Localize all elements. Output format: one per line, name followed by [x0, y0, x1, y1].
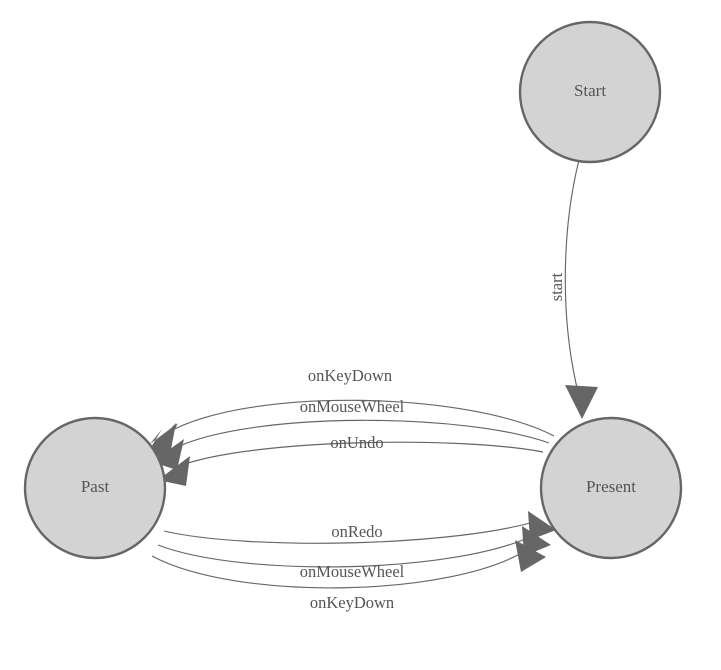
edge-label-onmousewheel-redo: onMouseWheel — [300, 562, 405, 581]
node-start[interactable]: Start — [518, 20, 662, 164]
edge-onkeydown-redo[interactable] — [151, 540, 546, 589]
node-past-circle — [23, 416, 167, 560]
edge-start[interactable] — [564, 161, 598, 419]
edge-onmousewheel-undo-path — [174, 419, 550, 449]
edge-onredo[interactable] — [163, 511, 556, 544]
node-present-label: Present — [586, 477, 636, 496]
edge-onundo-arrowhead — [158, 456, 190, 486]
edge-label-onredo: onRedo — [331, 522, 382, 541]
edge-start-arrowhead — [565, 385, 598, 419]
edge-onredo-path — [163, 519, 541, 544]
node-present[interactable]: Present — [539, 416, 683, 560]
node-past[interactable]: Past — [23, 416, 167, 560]
edge-label-onkeydown-undo: onKeyDown — [308, 366, 392, 385]
node-past-label: Past — [81, 477, 110, 496]
edge-onkeydown-redo-arrowhead — [515, 540, 546, 572]
node-start-label: Start — [574, 81, 606, 100]
edge-label-onkeydown-redo: onKeyDown — [310, 593, 394, 612]
nodes-layer: Start Past Present — [23, 20, 683, 560]
edges-layer — [147, 161, 598, 589]
edge-onundo-path — [181, 441, 544, 466]
edge-onkeydown-redo-path — [151, 548, 529, 589]
edge-label-start: start — [547, 272, 566, 301]
edge-onredo-arrowhead — [528, 511, 556, 540]
edge-start-path — [564, 161, 580, 393]
edge-onkeydown-undo-path — [166, 399, 555, 437]
edge-onundo[interactable] — [158, 441, 544, 486]
edge-onmousewheel-redo-path — [157, 534, 535, 568]
edge-label-onundo: onUndo — [330, 433, 383, 452]
edge-label-onmousewheel-undo: onMouseWheel — [300, 397, 405, 416]
node-start-circle — [518, 20, 662, 164]
edge-labels-layer: start onKeyDown onMouseWheel onUndo onRe… — [300, 272, 566, 611]
node-present-circle — [539, 416, 683, 560]
